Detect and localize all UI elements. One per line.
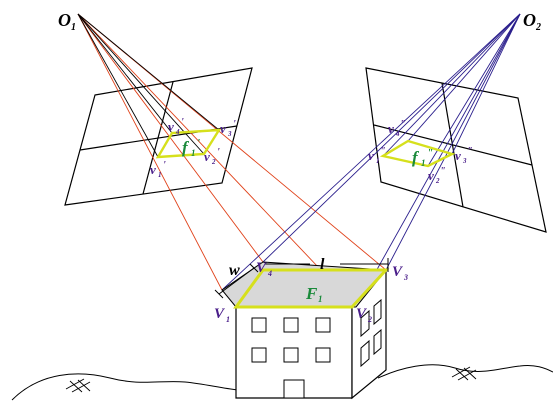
- label-f1-left-sup: ': [197, 137, 200, 149]
- window: [283, 347, 299, 363]
- label-v2-prime-sup: ': [217, 147, 220, 158]
- label-v4-prime-sub: 4: [175, 128, 180, 136]
- label-f1-right-sup: ": [427, 147, 433, 159]
- window: [283, 317, 299, 333]
- label-v2-dprime-main: v: [428, 168, 434, 183]
- ground-hatch-right: [451, 366, 477, 381]
- label-O1-main: O: [58, 10, 71, 30]
- label-O2-main: O: [523, 10, 536, 30]
- terrain-left: [11, 373, 239, 401]
- side-window: [360, 309, 370, 338]
- label-F1-sub: 1: [318, 294, 323, 304]
- label-v2-prime-main: v: [204, 149, 210, 164]
- label-V2: V 2: [356, 306, 372, 324]
- ground-hatch-left: [65, 378, 91, 393]
- label-V1: V 1: [214, 306, 230, 324]
- window: [251, 317, 267, 333]
- label-F1: F 1: [305, 284, 323, 304]
- label-v3-dprime-sup: ": [467, 146, 473, 157]
- left-image-footprint: [155, 128, 222, 159]
- window: [251, 347, 267, 363]
- label-v4-dprime-sub: 4: [395, 130, 400, 138]
- label-v2-prime-sub: 2: [211, 158, 216, 166]
- label-v3-prime-sup: ': [233, 119, 236, 130]
- label-f1-left: f 1 ': [182, 137, 200, 158]
- window: [315, 347, 331, 363]
- label-v1-dprime-sup: ": [380, 146, 386, 157]
- label-v4-dprime: v 4 ": [388, 119, 406, 138]
- label-f1-right: f 1 ": [412, 147, 433, 168]
- side-window: [373, 298, 382, 326]
- side-window: [373, 328, 382, 356]
- label-O2: O 2: [523, 10, 541, 33]
- label-v1-dprime: v 1 ": [368, 146, 386, 165]
- door: [283, 379, 305, 399]
- right-image-footprint: [379, 139, 456, 168]
- label-v1-dprime-sub: 1: [376, 157, 380, 165]
- label-f1-right-sub: 1: [421, 158, 426, 168]
- right-image-rays: [382, 13, 521, 167]
- side-window: [360, 339, 370, 368]
- label-v2-dprime: v 2 ": [428, 166, 446, 185]
- dimension-w: [214, 263, 259, 299]
- label-v3-prime: v 3 ': [220, 119, 236, 138]
- label-v3-prime-sub: 3: [227, 130, 232, 138]
- label-v3-dprime: v 3 ": [455, 146, 473, 165]
- terrain-right: [377, 364, 553, 379]
- label-v1-dprime-main: v: [368, 148, 374, 163]
- label-v2-dprime-sub: 2: [435, 177, 440, 185]
- label-w: w: [229, 262, 240, 279]
- label-V2-sub: 2: [367, 315, 372, 324]
- label-V3-main: V: [392, 264, 404, 280]
- label-v4-dprime-main: v: [388, 121, 394, 136]
- label-O2-sub: 2: [535, 22, 541, 33]
- label-l: l: [320, 256, 325, 273]
- label-V1-main: V: [214, 306, 226, 322]
- building-windows: [251, 298, 382, 399]
- dimension-l: [265, 258, 389, 272]
- label-v4-prime-sup: ': [181, 117, 184, 128]
- right-image-plane: [365, 67, 547, 233]
- label-O1-sub: 1: [71, 22, 76, 33]
- label-v4-prime: v 4 ': [168, 117, 184, 136]
- label-v1-prime: v 1 ': [150, 160, 166, 179]
- label-F1-main: F: [305, 284, 318, 303]
- label-v3-prime-main: v: [220, 121, 226, 136]
- label-V3-sub: 3: [403, 273, 408, 282]
- label-V4-main: V: [256, 260, 268, 276]
- label-V3: V 3: [392, 264, 408, 282]
- left-image-plane: [64, 67, 253, 206]
- window: [315, 317, 331, 333]
- label-v4-dprime-sup: ": [400, 119, 406, 130]
- label-V4: V 4: [256, 260, 272, 278]
- roof-outline-f1: [233, 268, 390, 309]
- label-V2-main: V: [356, 306, 368, 322]
- label-v2-prime: v 2 ': [204, 147, 220, 166]
- building: [221, 261, 390, 400]
- label-O1: O 1: [58, 10, 76, 33]
- label-v4-prime-main: v: [168, 119, 174, 134]
- label-v1-prime-main: v: [150, 162, 156, 177]
- left-image-rays: [77, 13, 220, 158]
- label-v3-dprime-main: v: [455, 148, 461, 163]
- label-V1-sub: 1: [226, 315, 230, 324]
- label-v1-prime-sup: ': [163, 160, 166, 171]
- label-v3-dprime-sub: 3: [462, 157, 467, 165]
- label-v2-dprime-sup: ": [440, 166, 446, 177]
- label-f1-left-main: f: [182, 138, 190, 157]
- label-f1-left-sub: 1: [191, 148, 196, 158]
- label-f1-right-main: f: [412, 148, 420, 167]
- label-V4-sub: 4: [267, 269, 272, 278]
- label-v1-prime-sub: 1: [158, 171, 162, 179]
